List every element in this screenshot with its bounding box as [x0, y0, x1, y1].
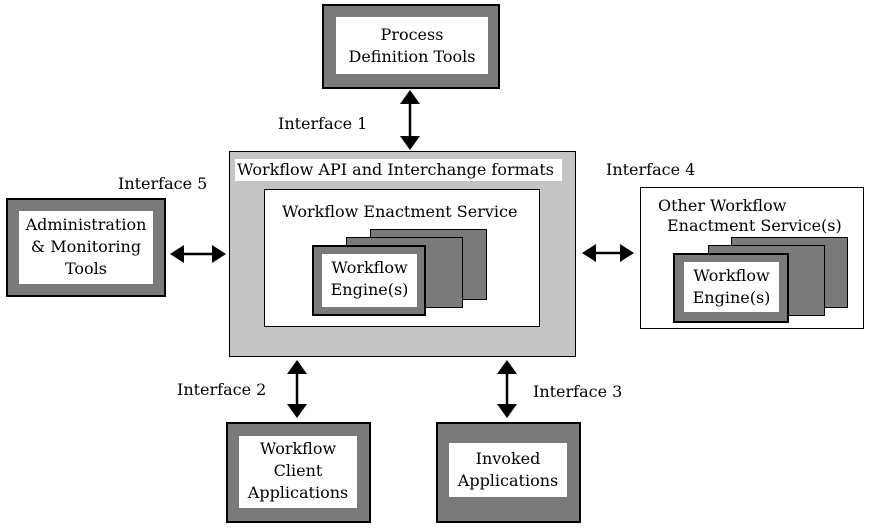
interface-5-arrow	[170, 245, 226, 263]
invoked-apps-line2: Applications	[457, 471, 559, 490]
admin-tools-line2: & Monitoring	[30, 237, 142, 256]
workflow-enactment-service-title: Workflow Enactment Service	[282, 202, 518, 221]
workflow-engine-label-box: Workflow Engine(s)	[322, 254, 417, 307]
other-engine-line1: Workflow	[693, 266, 770, 285]
admin-tools-line3: Tools	[64, 259, 108, 278]
admin-monitoring-tools-label-box: Administration & Monitoring Tools	[19, 211, 153, 284]
other-engine-line2: Engine(s)	[692, 288, 771, 307]
interface-5-label: Interface 5	[118, 174, 208, 193]
other-service-title: Other Workflow Enactment Service(s)	[650, 196, 855, 236]
interface-4-arrow	[582, 244, 634, 262]
workflow-engine-line2: Engine(s)	[330, 280, 409, 299]
process-definition-tools-label-box: Process Definition Tools	[336, 17, 488, 74]
interface-4-label: Interface 4	[606, 160, 696, 179]
other-service-title-line2: Enactment Service(s)	[667, 216, 842, 235]
client-apps-line1: Workflow	[259, 439, 337, 458]
client-apps-line3: Applications	[247, 483, 349, 502]
interface-2-label: Interface 2	[177, 380, 267, 399]
other-service-title-line1: Other Workflow	[658, 196, 787, 215]
admin-tools-line1: Administration	[25, 215, 147, 234]
other-engine-label-box: Workflow Engine(s)	[684, 262, 779, 312]
workflow-client-applications-label-box: Workflow Client Applications	[239, 436, 357, 508]
invoked-applications-label-box: Invoked Applications	[449, 443, 567, 497]
process-definition-tools-line1: Process	[380, 25, 444, 44]
process-definition-tools-line2: Definition Tools	[348, 47, 476, 66]
interface-1-label: Interface 1	[278, 114, 368, 133]
client-apps-line2: Client	[273, 461, 323, 480]
interface-1-arrow	[400, 90, 420, 150]
invoked-apps-line1: Invoked	[475, 449, 541, 468]
workflow-engine-line1: Workflow	[331, 258, 408, 277]
interface-3-arrow	[497, 360, 517, 418]
interface-2-arrow	[287, 360, 307, 418]
interface-3-label: Interface 3	[533, 382, 623, 401]
workflow-api-title: Workflow API and Interchange formats	[235, 159, 562, 181]
